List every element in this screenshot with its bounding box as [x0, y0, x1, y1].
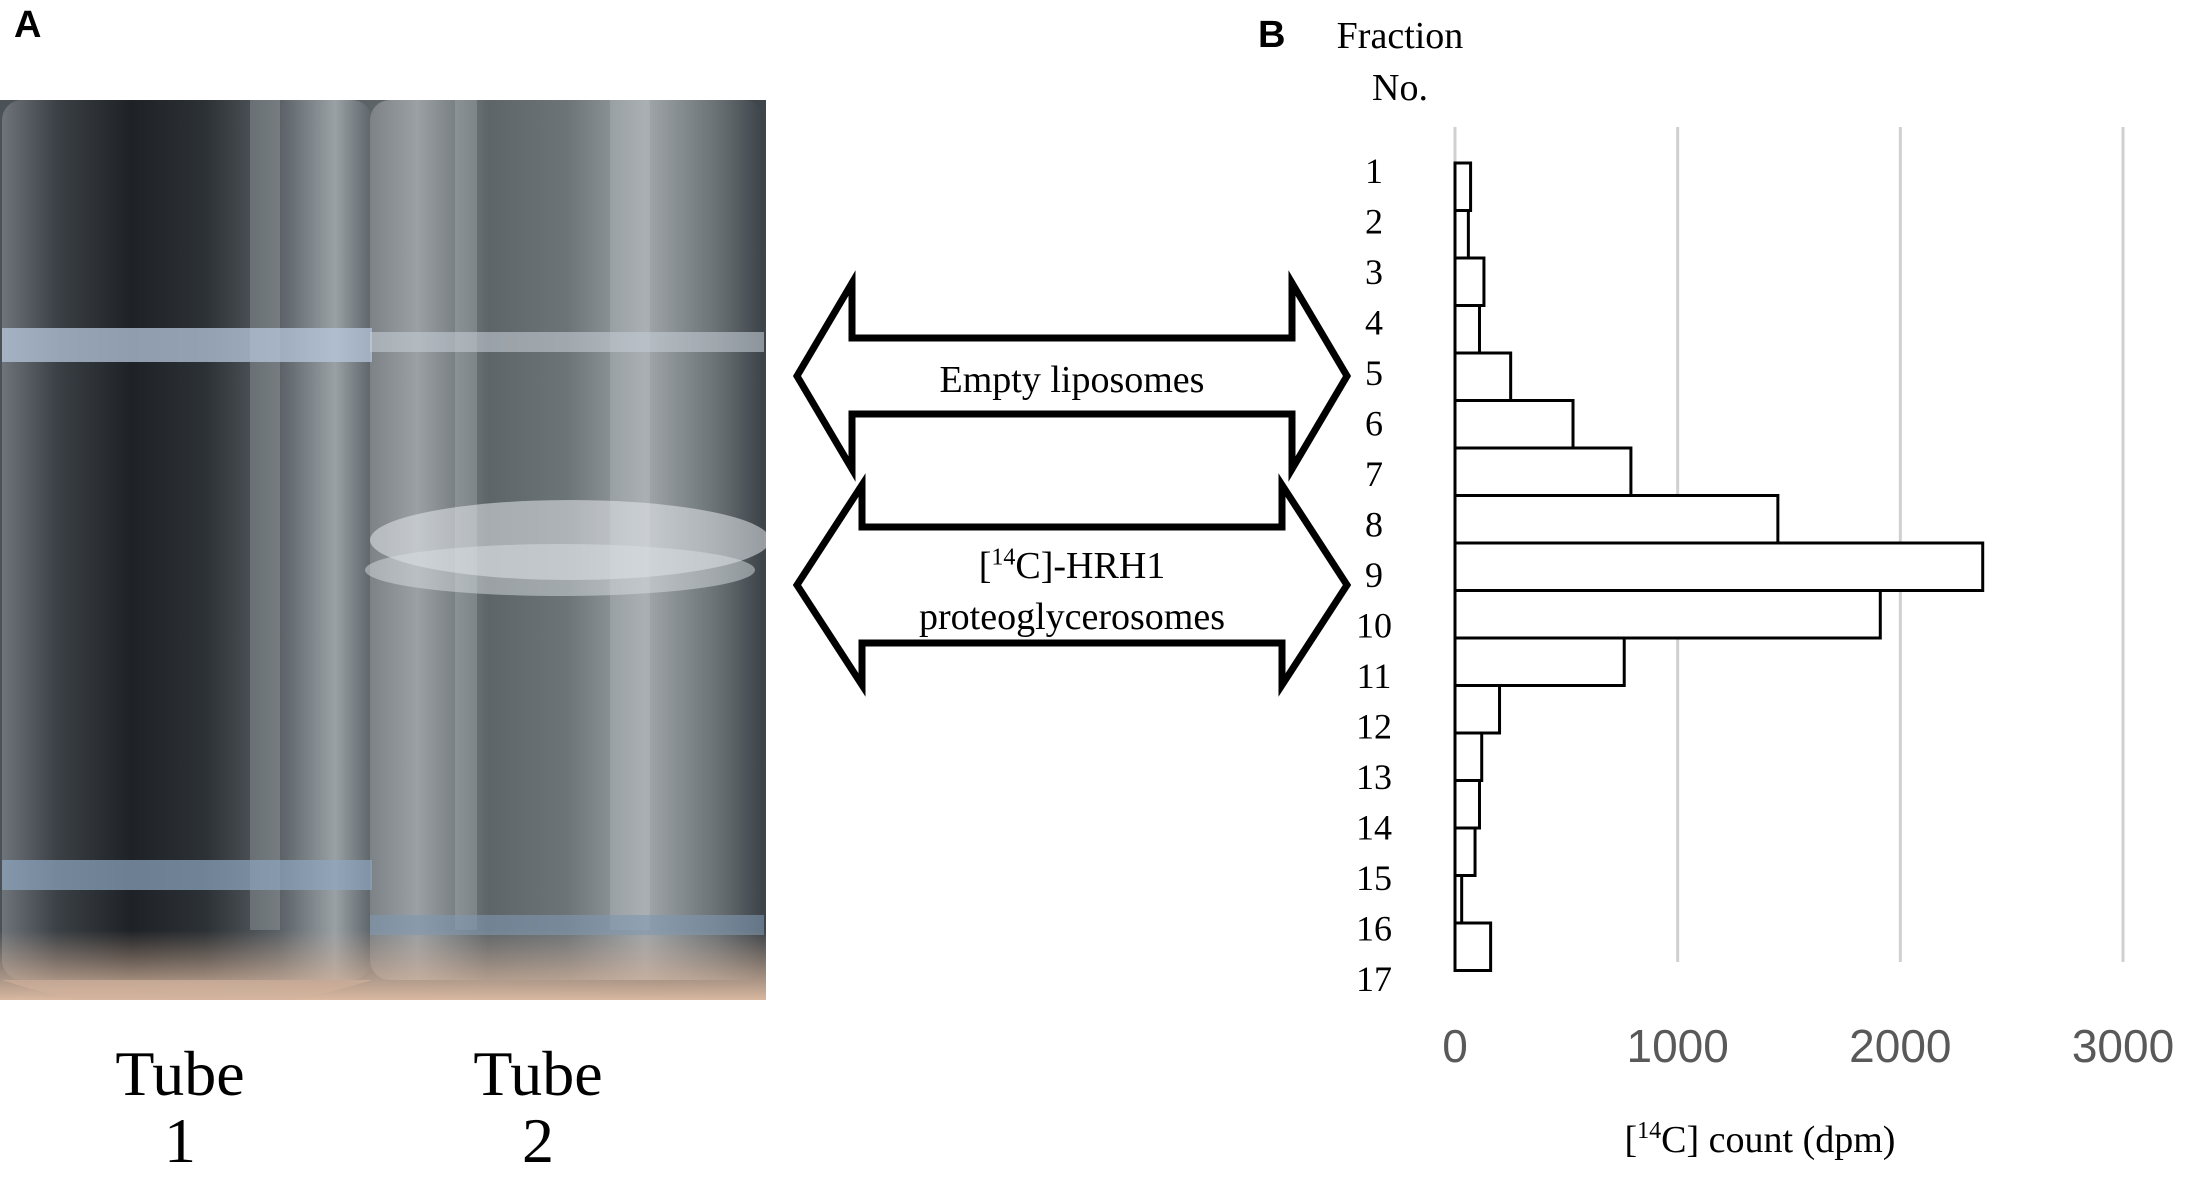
empty-liposomes-arrow — [792, 270, 1352, 482]
tube-1-label: Tube 1 — [50, 1038, 310, 1177]
tube-1-word: Tube — [115, 1038, 245, 1109]
panel-b-letter: B — [1258, 14, 1286, 56]
tube-1-number: 1 — [164, 1105, 196, 1177]
tube-2-label: Tube 2 — [408, 1038, 668, 1177]
tube-photograph — [0, 100, 766, 1000]
panel-a-letter: A — [14, 4, 42, 46]
hrh1-line1: [14C]-HRH1 — [978, 544, 1166, 587]
hrh1-line2: proteoglycerosomes — [918, 596, 1226, 639]
empty-liposomes-text: Empty liposomes — [939, 359, 1205, 401]
tube-2-number: 2 — [522, 1105, 554, 1177]
tube-2-word: Tube — [473, 1038, 603, 1109]
proteoglycerosomes-arrow — [792, 473, 1352, 697]
proteoglycerosomes-text: [14C]-HRH1 proteoglycerosomes — [842, 541, 1302, 644]
